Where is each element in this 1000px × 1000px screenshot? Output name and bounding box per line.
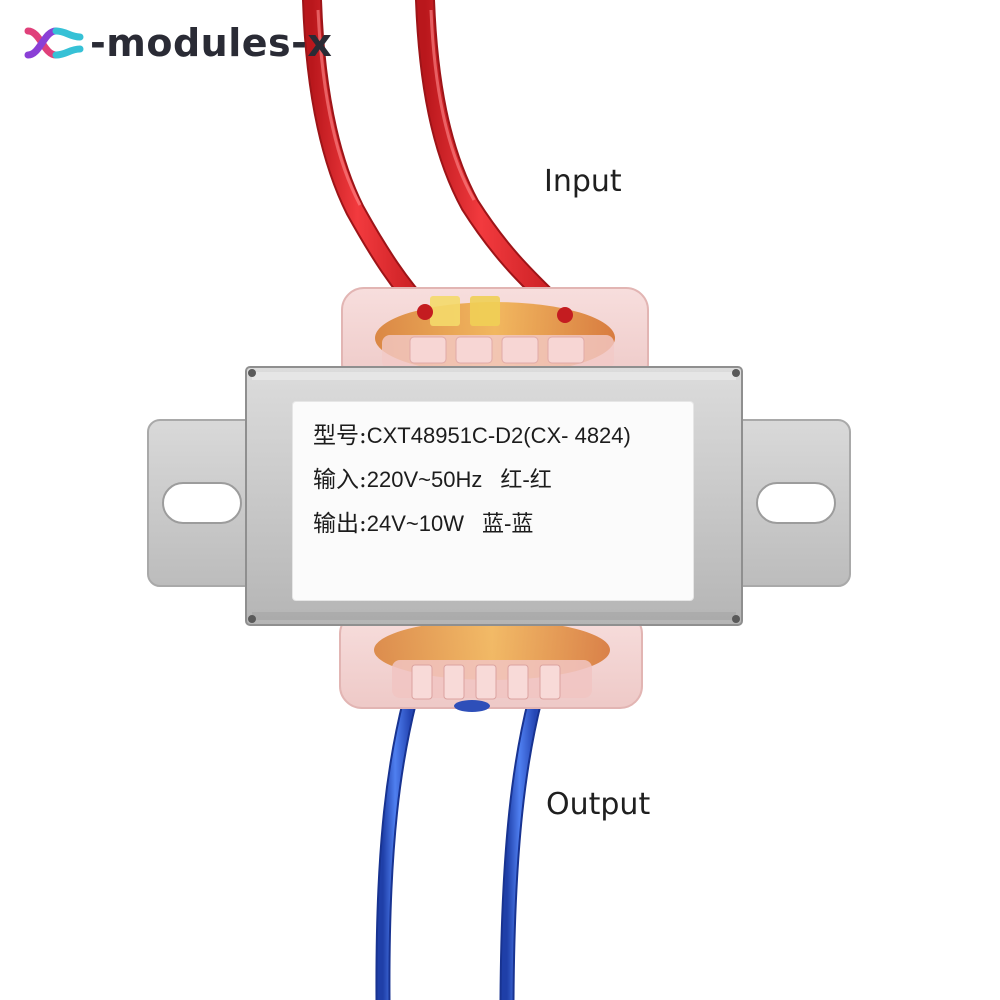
right-mounting-slot [756, 482, 836, 524]
output-value: 24V~10W [366, 511, 464, 536]
output-key: 输出: [313, 511, 367, 537]
output-line: 输出: 24V~10W 蓝-蓝 [313, 502, 681, 546]
brand-header: -modules-x [22, 18, 332, 68]
left-mounting-slot [162, 482, 242, 524]
input-key: 输入: [313, 467, 367, 493]
output-wire-colors: 蓝-蓝 [481, 512, 534, 537]
output-callout: Output [546, 787, 651, 822]
output-wires [375, 692, 543, 1000]
input-callout: Input [544, 164, 622, 199]
brand-name: -modules-x [90, 21, 333, 65]
input-wires [302, 0, 575, 325]
input-value: 220V~50Hz [366, 467, 483, 492]
spec-label: 型号: CXT48951C-D2(CX- 4824) 输入: 220V~50Hz… [293, 402, 693, 600]
model-line: 型号: CXT48951C-D2(CX- 4824) [313, 414, 681, 458]
model-key: 型号: [313, 423, 367, 449]
model-value: CXT48951C-D2(CX- 4824) [366, 423, 631, 448]
x-logo-icon [24, 27, 84, 59]
top-bobbin [341, 287, 649, 387]
input-wire-colors: 红-红 [500, 468, 552, 493]
bottom-bobbin [339, 611, 643, 712]
input-line: 输入: 220V~50Hz 红-红 [313, 458, 681, 502]
